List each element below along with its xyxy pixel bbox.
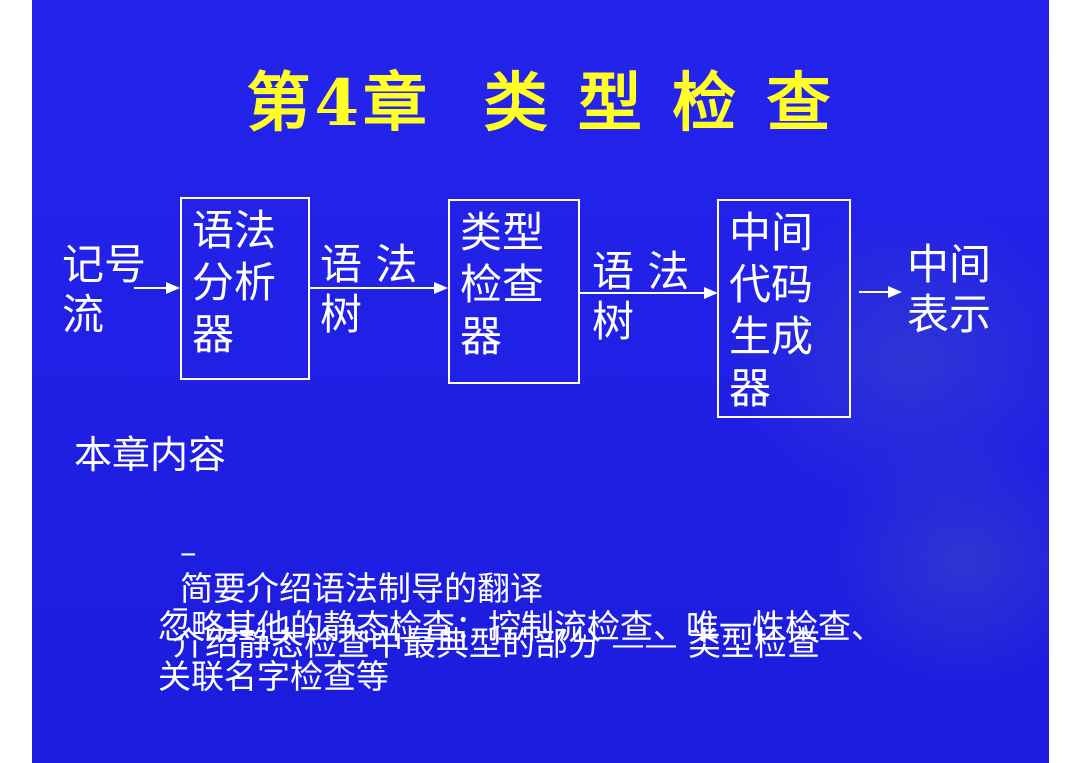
edge-label-syntax-tree-2: 语 法 树 bbox=[592, 247, 690, 346]
arrow-codegen-to-output bbox=[859, 291, 889, 293]
arrow-input-to-parser bbox=[134, 287, 168, 289]
arrowhead-input-to-parser bbox=[166, 282, 180, 294]
output-label-intermediate-representation: 中间 表示 bbox=[907, 240, 992, 339]
arrowhead-typechecker-to-codegen bbox=[704, 287, 718, 299]
stage-box-type-checker: 类型 检查 器 bbox=[448, 199, 580, 384]
stage-label-ir-generator: 中间 代码 生成 器 bbox=[729, 208, 814, 413]
stage-box-parser: 语法 分析 器 bbox=[180, 197, 310, 380]
stage-label-type-checker: 类型 检查 器 bbox=[460, 208, 545, 361]
bullet-text: 简要介绍语法制导的翻译 bbox=[179, 568, 543, 608]
note-line-1: 忽略其他的静态检查：控制流检查、唯一性检查、 bbox=[158, 607, 884, 646]
arrowhead-codegen-to-output bbox=[888, 286, 902, 298]
bullet-1: – 简要介绍语法制导的翻译 bbox=[138, 497, 543, 645]
slide-title: 第4章 类 型 检 查 bbox=[246, 66, 835, 141]
arrow-typechecker-to-codegen bbox=[580, 292, 705, 294]
arrow-parser-to-typechecker bbox=[310, 287, 435, 289]
input-label-token-stream: 记号 流 bbox=[62, 240, 147, 339]
bullet-2: – 介绍静态检查中最典型的部分 —— 类型检查 bbox=[130, 552, 820, 700]
edge-label-syntax-tree-1: 语 法 树 bbox=[320, 240, 418, 339]
content-heading: 本章内容 bbox=[74, 433, 227, 477]
stage-box-ir-generator: 中间 代码 生成 器 bbox=[717, 199, 851, 418]
arrowhead-parser-to-typechecker bbox=[434, 282, 448, 294]
stage-label-parser: 语法 分析 器 bbox=[192, 206, 277, 359]
note-line-2: 关联名字检查等 bbox=[158, 657, 389, 696]
bullet-marker: – bbox=[179, 531, 197, 571]
bullet-marker: – bbox=[171, 586, 189, 626]
slide: 第4章 类 型 检 查 记号 流 语法 分析 器 语 法 树 类型 检查 器 语… bbox=[32, 0, 1049, 763]
bullet-text: 介绍静态检查中最典型的部分 —— 类型检查 bbox=[171, 623, 820, 663]
